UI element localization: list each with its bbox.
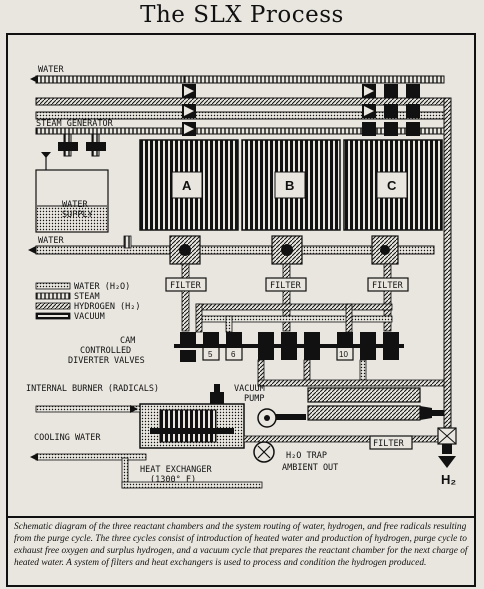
vacuum-pump <box>258 409 306 427</box>
h2o-trap-label-2: AMBIENT OUT <box>282 463 338 473</box>
legend-label-vacuum: VACUUM <box>74 312 105 322</box>
hydrogen-return-pipe <box>444 98 451 428</box>
inlet-valves-right <box>362 84 420 136</box>
chamber-b-label: B <box>285 178 294 193</box>
drip-valve-icon <box>41 152 51 158</box>
steam-valve <box>58 142 78 151</box>
h2o-trap-label-1: H₂O TRAP <box>286 451 327 461</box>
arrow-icon <box>30 75 38 83</box>
valve-number-10: 10 <box>339 350 348 359</box>
cam-valves-label-1: CAM <box>120 336 135 346</box>
filter-b-label: FILTER <box>270 281 302 291</box>
legend-label-steam: STEAM <box>74 292 100 302</box>
legend-swatch-hydrogen <box>36 303 70 309</box>
h2-output-valve <box>438 428 456 468</box>
legend <box>36 283 70 319</box>
vacuum-pump-label-1: VACUUM <box>234 384 265 394</box>
water-supply-label-2: SUPPLY <box>62 210 93 220</box>
internal-burner-label: INTERNAL BURNER (RADICALS) <box>26 384 159 394</box>
water-supply-label-1: WATER <box>62 200 88 210</box>
cam-valves-label-3: DIVERTER VALVES <box>68 356 145 366</box>
h2-output-label: H₂ <box>441 472 456 487</box>
filter-a-label: FILTER <box>170 281 202 291</box>
arrow-icon <box>28 246 36 254</box>
legend-swatch-water <box>36 283 70 289</box>
chamber-a-label: A <box>182 178 192 193</box>
legend-label-water: WATER (H₂O) <box>74 282 130 292</box>
vacuum-pump-label-2: PUMP <box>244 394 264 404</box>
water-inlet-pipe <box>36 76 444 83</box>
steam-valve <box>86 142 106 151</box>
manifold-pipes <box>182 264 392 332</box>
hydrogen-tanks <box>308 388 444 420</box>
valve-outlet-pipes <box>258 360 444 386</box>
legend-swatch-steam <box>36 293 70 299</box>
valve-number-6: 6 <box>231 350 236 359</box>
h2o-trap <box>254 442 274 462</box>
figure-caption: Schematic diagram of the three reactant … <box>14 521 470 569</box>
cooling-water-label: COOLING WATER <box>34 433 101 443</box>
chamber-c-label: C <box>387 178 397 193</box>
inlet-valves-left <box>182 84 196 136</box>
heat-exchanger-label-1: HEAT EXCHANGER <box>140 465 213 475</box>
internal-burner <box>210 384 224 406</box>
water-inlet-label: WATER <box>38 65 64 75</box>
legend-label-hydrogen: HYDROGEN (H₂) <box>74 302 141 312</box>
filter-bottom-label: FILTER <box>373 439 405 449</box>
filter-c-label: FILTER <box>372 281 404 291</box>
valve-number-5: 5 <box>208 350 213 359</box>
heat-exchanger <box>140 404 244 448</box>
water-outlet-label: WATER <box>38 236 64 246</box>
cam-valves-label-2: CONTROLLED <box>80 346 131 356</box>
steam-generator-label: STEAM GENERATOR <box>36 119 114 129</box>
